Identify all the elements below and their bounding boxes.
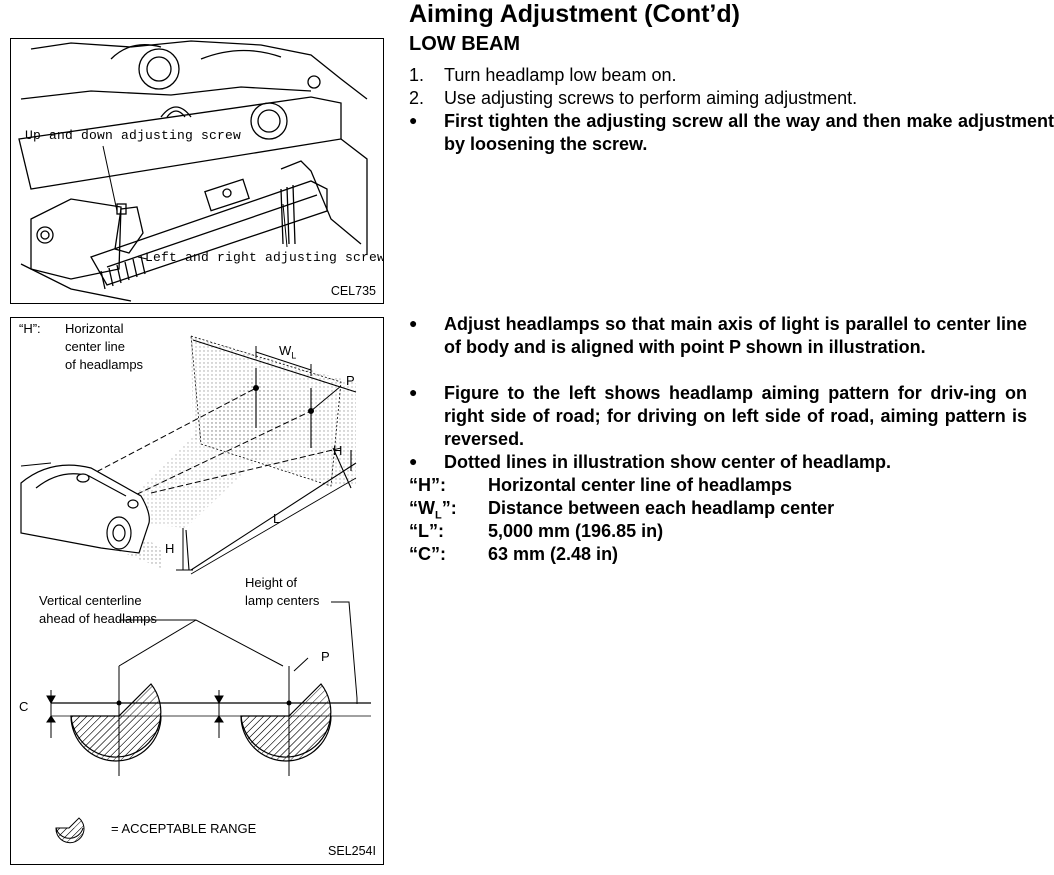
label-height-line-2: lamp centers (245, 593, 320, 608)
figure-aiming-pattern: “H”: Horizontal center line of headlamps… (10, 317, 384, 865)
label-wl: WL (279, 343, 297, 361)
label-left-right-screw: Left and right adjusting screw (145, 250, 384, 265)
definition-value: 5,000 mm (196.85 in) (488, 521, 664, 541)
definition-key: “C”: (409, 544, 446, 564)
legend-h-key: “H”: (19, 321, 41, 336)
definition-key: “H”: (409, 475, 446, 495)
definition-value: Horizontal center line of headlamps (488, 475, 793, 495)
label-up-down-screw: Up and down adjusting screw (25, 128, 242, 143)
bullet-icon (409, 110, 439, 134)
bullet-text: Adjust headlamps so that main axis of li… (444, 314, 1027, 357)
step-marker: 1. (409, 65, 425, 85)
figure-code: SEL254I (328, 844, 376, 858)
bullet-text: First tighten the adjusting screw all th… (444, 111, 1054, 154)
legend-h-line-1: Horizontal (65, 321, 124, 336)
figure-code: CEL735 (330, 284, 376, 298)
label-p-bottom: P (321, 649, 330, 664)
label-h-screen: H (333, 443, 343, 458)
step-text: Use adjusting screws to perform aiming a… (444, 88, 858, 108)
label-p-top: P (346, 373, 355, 388)
bullet-text: Figure to the left shows headlamp aiming… (444, 383, 1027, 449)
label-l: L (273, 511, 281, 526)
figure-adjusting-screws: Up and down adjusting screw Left and rig… (10, 38, 384, 304)
definition-key: “WL”: (409, 498, 457, 522)
bullet-icon (409, 313, 439, 337)
section-subtitle: LOW BEAM (409, 33, 521, 55)
definition-value: Distance between each headlamp center (488, 498, 835, 518)
label-c: C (19, 699, 29, 714)
step-marker: 2. (409, 88, 425, 108)
step-text: Turn headlamp low beam on. (444, 65, 677, 85)
definition-value: 63 mm (2.48 in) (488, 544, 619, 564)
bullet-icon (409, 382, 439, 406)
definition-key: “L”: (409, 521, 444, 541)
label-h-car: H (165, 541, 175, 556)
bullet-text: Dotted lines in illustration show center… (444, 452, 892, 472)
aiming-pattern-drawing (20, 335, 371, 844)
page-title: Aiming Adjustment (Cont’d) (409, 0, 740, 28)
label-vertical-line-1: Vertical centerline (39, 593, 142, 608)
label-vertical-line-2: ahead of headlamps (39, 611, 157, 626)
label-height-line-1: Height of (245, 575, 298, 590)
legend-h-line-3: of headlamps (65, 357, 144, 372)
label-acceptable-range: = ACCEPTABLE RANGE (111, 821, 257, 836)
headlamp-drawing (18, 40, 368, 302)
legend-h-line-2: center line (65, 339, 125, 354)
bullet-icon (409, 451, 439, 475)
